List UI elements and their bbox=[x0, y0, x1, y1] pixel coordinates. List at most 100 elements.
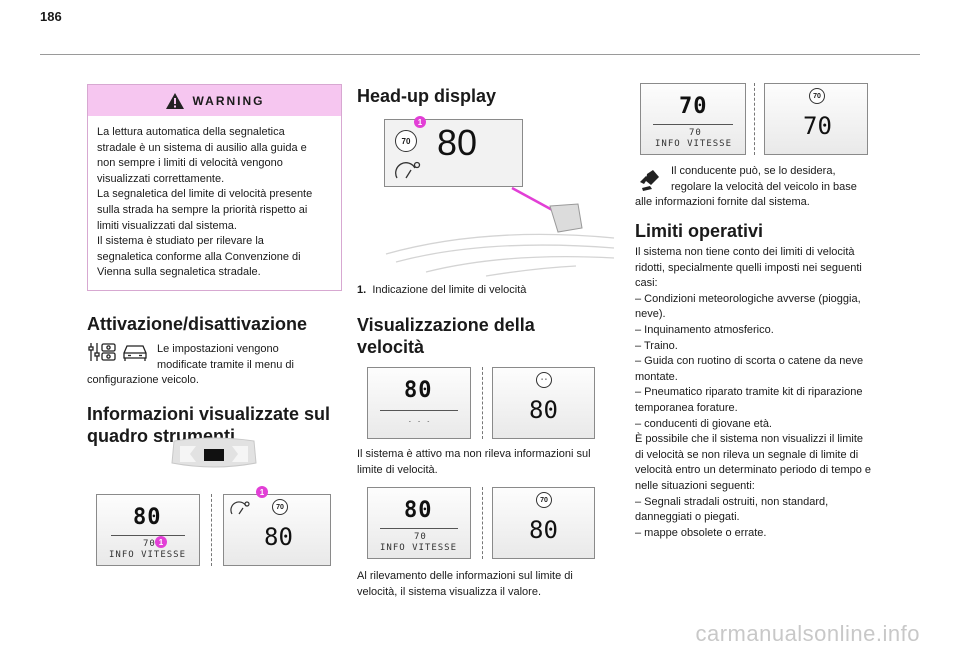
cluster-info-text: INFO VITESSE bbox=[109, 550, 187, 560]
limits-line: velocità entro un determinato periodo di… bbox=[635, 464, 872, 477]
speed-value: 80 bbox=[529, 516, 558, 544]
settings-sliders-icon bbox=[88, 342, 116, 361]
activation-text: modificate tramite il menu di bbox=[157, 358, 294, 371]
speed-display-heading-line: Visualizzazione della bbox=[357, 315, 535, 335]
limits-line: – Guida con ruotino di scorta o catene d… bbox=[635, 355, 864, 368]
panel-divider bbox=[653, 124, 733, 125]
hud-heading: Head-up display bbox=[357, 86, 497, 106]
limits-line: – Pneumatico riparato tramite kit di rip… bbox=[635, 386, 863, 399]
panel-separator bbox=[482, 487, 483, 559]
activation-icons bbox=[87, 342, 149, 362]
speed-value: 80 bbox=[529, 396, 558, 424]
limits-line: neve). bbox=[635, 308, 666, 321]
warning-title: WARNING bbox=[192, 93, 265, 108]
callout-marker: 1 bbox=[414, 116, 426, 128]
warning-box: WARNING La lettura automatica della segn… bbox=[87, 84, 342, 291]
info-text: INFO VITESSE bbox=[655, 139, 733, 149]
cluster-panel-right: 70 80 bbox=[223, 494, 331, 566]
limits-line: Il sistema non tiene conto dei limiti di… bbox=[635, 246, 855, 258]
speed-display-heading: Visualizzazione della velocità bbox=[357, 314, 535, 358]
driver-line: alle informazioni fornite dal sistema. bbox=[635, 196, 810, 209]
cluster-divider bbox=[111, 535, 185, 536]
caption-line: velocità, il sistema visualizza il valor… bbox=[357, 585, 542, 598]
cluster-speed-value: 80 bbox=[133, 505, 162, 530]
speed-limit-sign: 70 bbox=[809, 88, 825, 104]
limit-placeholder: - - - bbox=[408, 418, 432, 425]
speed-display-heading-line: velocità bbox=[357, 337, 425, 357]
caption-text: Indicazione del limite di velocità bbox=[372, 284, 527, 296]
warning-triangle-icon bbox=[165, 92, 184, 109]
warning-line: segnaletica conforme alla Convenzione di bbox=[97, 250, 301, 263]
limits-line: nelle situazioni seguenti: bbox=[635, 479, 755, 492]
col3-panel-left: 70 70 INFO VITESSE bbox=[640, 83, 746, 155]
cluster-speed-value: 80 bbox=[264, 523, 293, 551]
warning-line: limiti visualizzati dal sistema. bbox=[97, 219, 237, 232]
speed-limit-camera-icon bbox=[230, 501, 250, 515]
activation-paragraph: Le impostazioni vengono modificate trami… bbox=[87, 342, 342, 389]
limit-value: 70 bbox=[689, 128, 702, 138]
activation-text: configurazione veicolo. bbox=[87, 374, 199, 387]
limits-line: – conducenti di giovane età. bbox=[635, 417, 772, 430]
limits-line: temporanea forature. bbox=[635, 401, 738, 414]
callout-marker: 1 bbox=[155, 536, 167, 548]
limits-line: – mappe obsolete o errate. bbox=[635, 526, 767, 539]
caption-number: 1. bbox=[357, 284, 367, 296]
panel-separator bbox=[754, 83, 755, 155]
warning-line: La lettura automatica della segnaletica bbox=[97, 126, 285, 138]
car-icon bbox=[123, 345, 147, 361]
limits-body: Il sistema non tiene conto dei limiti di… bbox=[635, 245, 897, 541]
speed-value: 70 bbox=[679, 94, 708, 119]
info-text: INFO VITESSE bbox=[380, 543, 458, 553]
hud-caption: 1. Indicazione del limite di velocità bbox=[357, 283, 526, 299]
cluster-heading-line: Informazioni visualizzate sul bbox=[87, 403, 331, 424]
limits-heading: Limiti operativi bbox=[635, 221, 764, 241]
limits-line: – Segnali stradali ostruiti, non standar… bbox=[635, 495, 829, 508]
warning-line: stradale è un sistema di ausilio alla gu… bbox=[97, 141, 307, 154]
caption-line: Il sistema è attivo ma non rileva inform… bbox=[357, 448, 591, 460]
warning-line: non sempre i limiti di velocità vengono bbox=[97, 157, 283, 170]
speed-limit-sign: 70 bbox=[536, 492, 552, 508]
col3-panel-right: 70 70 bbox=[764, 83, 868, 155]
warning-line: Vienna sulla segnaletica stradale. bbox=[97, 266, 261, 279]
panel-divider bbox=[380, 528, 458, 529]
activation-heading: Attivazione/disattivazione bbox=[87, 313, 308, 334]
panel-separator bbox=[211, 494, 212, 566]
speed-value: 80 bbox=[404, 378, 433, 403]
speed-value: 70 bbox=[803, 112, 832, 140]
cluster-limit-value: 70 bbox=[143, 539, 156, 549]
warning-line: La segnaletica del limite di velocità pr… bbox=[97, 188, 313, 201]
speed-limit-sign: 70 bbox=[272, 499, 288, 515]
hud-speed-limit-sign: 70 bbox=[395, 130, 417, 152]
caption-line: Al rilevamento delle informazioni sul li… bbox=[357, 570, 573, 582]
speed-caption-2: Al rilevamento delle informazioni sul li… bbox=[357, 569, 573, 600]
limits-line: È possibile che il sistema non visualizz… bbox=[635, 433, 864, 446]
limits-line: – Inquinamento atmosferico. bbox=[635, 323, 774, 336]
hud-caption-line: 1. Indicazione del limite di velocità bbox=[357, 283, 526, 299]
speed-panel-2-left: 80 70 INFO VITESSE bbox=[367, 487, 471, 559]
speed-value: 80 bbox=[404, 498, 433, 523]
hud-speed-value: 80 bbox=[437, 122, 478, 163]
column-1: WARNING La lettura automatica della segn… bbox=[87, 84, 342, 447]
limits-line: danneggiati o piegati. bbox=[635, 511, 740, 524]
warning-line: visualizzati correttamente. bbox=[97, 172, 225, 185]
limits-line: – Condizioni meteorologiche avverse (pio… bbox=[635, 292, 861, 305]
activation-text: Le impostazioni vengono bbox=[157, 342, 279, 355]
limits-line: di velocità se non rileva un segnale di … bbox=[635, 448, 859, 461]
instrument-cluster-illustration bbox=[171, 437, 257, 468]
speed-limit-sign-empty: - - bbox=[536, 372, 552, 388]
driver-hand-icon bbox=[640, 170, 659, 191]
hud-display: 70 80 bbox=[384, 119, 523, 187]
warning-body: La lettura automatica della segnaletica … bbox=[88, 116, 341, 290]
limits-line: ridotti, specialmente quelli imposti nei… bbox=[635, 261, 862, 274]
warning-line: Il sistema è studiato per rilevare la bbox=[97, 235, 264, 248]
warning-header: WARNING bbox=[88, 85, 341, 116]
speed-panel-1-right: - - 80 bbox=[492, 367, 595, 439]
speed-panel-1-left: 80 - - - bbox=[367, 367, 471, 439]
speed-caption-1: Il sistema è attivo ma non rileva inform… bbox=[357, 447, 591, 478]
watermark: carmanualsonline.info bbox=[695, 621, 920, 646]
warning-line: sulla strada ha sempre la priorità rispe… bbox=[97, 203, 308, 216]
hud-windshield-illustration bbox=[385, 186, 615, 277]
driver-paragraph: Il conducente può, se lo desidera, regol… bbox=[635, 164, 897, 211]
speed-panel-2-right: 70 80 bbox=[492, 487, 595, 559]
callout-marker: 1 bbox=[256, 486, 268, 498]
